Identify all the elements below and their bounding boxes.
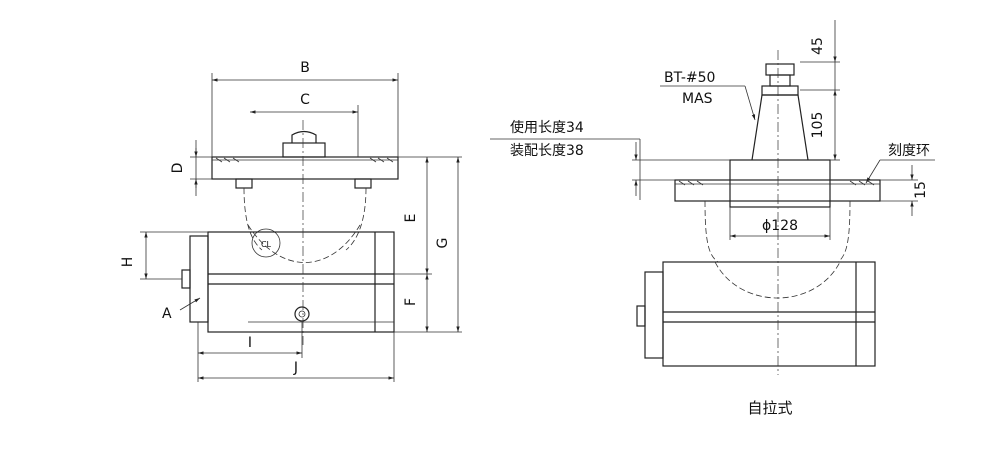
bottom-screw [294, 306, 310, 322]
right-flange [674, 179, 881, 202]
dim-i-label: I [248, 335, 252, 351]
bolt-left [235, 178, 253, 189]
top-cap [282, 142, 326, 158]
right-side-knob [644, 271, 664, 359]
cl-label: CL [261, 240, 272, 249]
dim-c-label: C [300, 92, 310, 108]
right-lower-body [662, 261, 876, 367]
taper-shank [751, 94, 809, 161]
dim-e-label: E [403, 214, 419, 223]
flange-hatch [215, 157, 394, 163]
dim-d-label: D [170, 163, 186, 174]
bore-label: ϕ128 [762, 218, 798, 234]
right-flange-hatch [678, 180, 875, 186]
dim-j-label: J [293, 360, 298, 376]
graduated-ring-label: 刻度环 [888, 143, 930, 159]
dim-45-label: 45 [810, 37, 826, 55]
shank-top-label: BT-#50 [664, 70, 715, 86]
dim-b-label: B [300, 60, 310, 76]
assembly-length-label: 装配长度38 [510, 143, 584, 159]
shank-bottom-label: MAS [682, 91, 713, 107]
left-view: CL B C D E [120, 60, 462, 382]
bolt-right [354, 178, 372, 189]
dim-f-label: F [403, 298, 419, 306]
dim-g-label: G [435, 238, 451, 249]
dim-15-label: 15 [913, 181, 929, 199]
label-a: A [162, 306, 172, 322]
center-block [729, 159, 831, 208]
use-length-label: 使用长度34 [510, 119, 584, 136]
dim-h-label: H [120, 257, 136, 268]
cl-circle [251, 228, 281, 258]
right-view: ϕ128 45 105 15 刻度环 BT-#50 MAS 使用长度34 装 [490, 20, 935, 417]
caption: 自拉式 [747, 399, 792, 417]
side-knob [189, 235, 209, 323]
dim-105-label: 105 [810, 112, 826, 139]
